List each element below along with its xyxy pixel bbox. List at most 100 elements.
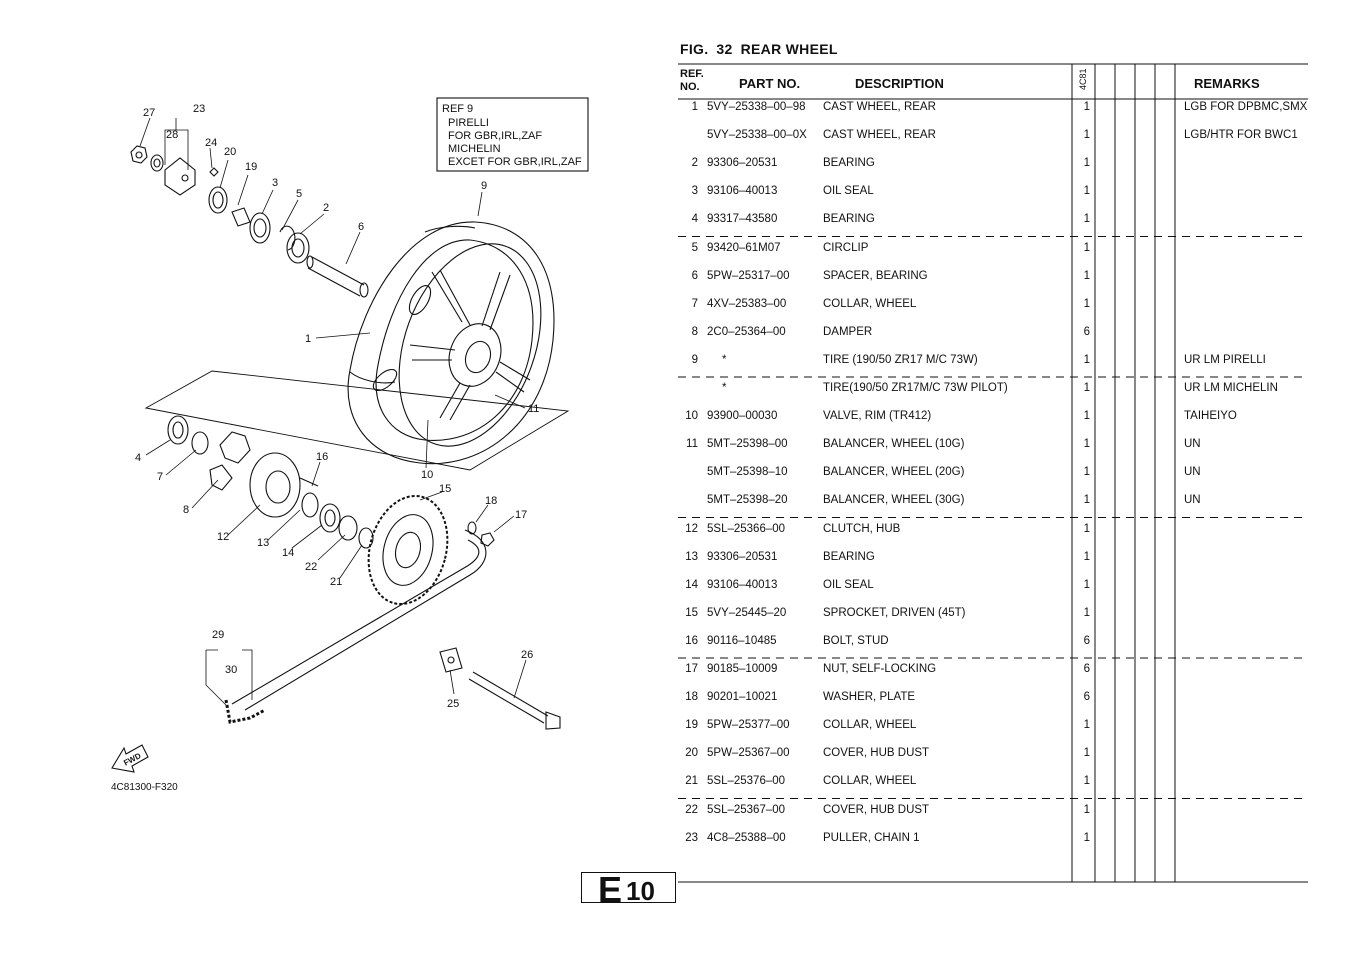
ref-no-cell: 19 <box>685 719 698 732</box>
callout-11: 11 <box>528 403 539 415</box>
callout-30: 30 <box>225 664 237 676</box>
description-cell: BALANCER, WHEEL (30G) <box>823 494 965 507</box>
bearing-spacer-drawing <box>306 255 369 298</box>
header-remarks: REMARKS <box>1194 76 1260 91</box>
part-no-cell: * <box>722 353 727 366</box>
callout-7: 7 <box>157 471 163 483</box>
description-cell: TIRE (190/50 ZR17 M/C 73W) <box>823 353 978 366</box>
header-ref-no: REF. NO. <box>680 68 704 93</box>
part-no-cell: 4C8–25388–00 <box>707 831 786 844</box>
quantity-cell: 6 <box>1083 325 1090 338</box>
ref-no-cell: 8 <box>691 325 698 338</box>
part-no-cell: 5PW–25367–00 <box>707 747 790 760</box>
description-cell: OIL SEAL <box>823 185 874 198</box>
header-description: DESCRIPTION <box>855 76 944 91</box>
description-cell: CIRCLIP <box>823 241 869 254</box>
ref-no-cell: 3 <box>691 185 698 198</box>
ref-no-cell: 4 <box>691 213 698 226</box>
page-code-box: E 10 <box>581 869 676 910</box>
ref-no-cell: 23 <box>685 831 698 844</box>
ref-box-line-2: PIRELLI <box>448 117 489 129</box>
ref-no-cell: 10 <box>685 410 698 423</box>
remarks-cell: UN <box>1184 494 1201 507</box>
forward-arrow-icon <box>111 744 149 773</box>
part-no-cell: 5SL–25376–00 <box>707 775 786 788</box>
part-no-cell: 5VY–25338–00–98 <box>707 101 806 113</box>
part-no-cell: 93106–40013 <box>707 185 778 198</box>
ref-box-line-5: EXCET FOR GBR,IRL,ZAF <box>448 156 582 168</box>
quantity-cell: 6 <box>1083 663 1090 675</box>
part-no-cell: 93306–20531 <box>707 550 778 563</box>
drawing-code: 4C81300-F320 <box>111 782 178 793</box>
description-cell: BEARING <box>823 157 875 170</box>
part-no-cell: 93306–20531 <box>707 157 778 170</box>
ref-box-line-4: MICHELIN <box>448 143 501 155</box>
ref-no-cell: 7 <box>691 297 698 310</box>
quantity-cell: 1 <box>1083 578 1090 591</box>
callout-15: 15 <box>439 483 451 495</box>
ref-no-cell: 16 <box>685 634 698 647</box>
remarks-cell: UN <box>1184 466 1201 479</box>
remarks-cell: LGB/HTR FOR BWC1 <box>1184 129 1298 142</box>
quantity-cell: 1 <box>1083 438 1090 451</box>
part-no-cell: 4XV–25383–00 <box>707 297 787 310</box>
callout-4: 4 <box>135 452 141 464</box>
callout-21: 21 <box>330 576 342 588</box>
drive-chain-drawing <box>224 529 487 724</box>
header-part-no: PART NO. <box>739 76 801 91</box>
assembly-plane-outline <box>144 370 570 471</box>
description-cell: COLLAR, WHEEL <box>823 297 917 310</box>
ref-box-line-3: FOR GBR,IRL,ZAF <box>448 130 542 142</box>
page-code-number: 10 <box>626 876 655 906</box>
ref-no-cell: 18 <box>685 691 698 704</box>
top-small-parts-drawing <box>130 145 310 264</box>
part-no-cell: 5PW–25377–00 <box>707 719 790 732</box>
callout-1: 1 <box>305 333 311 345</box>
callout-leader-lines <box>139 117 527 706</box>
part-no-cell: 93900–00030 <box>707 410 778 423</box>
description-cell: COVER, HUB DUST <box>823 803 930 816</box>
quantity-cell: 1 <box>1083 129 1090 142</box>
description-cell: BEARING <box>823 213 875 226</box>
quantity-cell: 1 <box>1083 185 1090 198</box>
header-model-code: 4C81 <box>1078 68 1088 90</box>
table-row: 3 93106–40013 OIL SEAL 1 <box>678 185 1318 205</box>
callout-26: 26 <box>521 649 533 661</box>
description-cell: BOLT, STUD <box>823 634 889 647</box>
callout-5: 5 <box>296 188 302 200</box>
ref-no-cell: 22 <box>685 803 698 816</box>
part-no-cell: 5PW–25317–00 <box>707 269 790 282</box>
ref-no-cell: 11 <box>686 438 698 451</box>
callout-20: 20 <box>224 146 236 158</box>
description-cell: BALANCER, WHEEL (20G) <box>823 466 965 479</box>
callout-23: 23 <box>193 103 205 115</box>
rear-tire-drawing <box>347 221 555 465</box>
callout-10: 10 <box>421 469 433 481</box>
description-cell: TIRE(190/50 ZR17M/C 73W PILOT) <box>823 382 1008 394</box>
quantity-cell: 1 <box>1083 831 1090 844</box>
remarks-cell: UR LM MICHELIN <box>1184 382 1278 394</box>
ref-no-cell: 13 <box>685 550 698 563</box>
remarks-cell: LGB FOR DPBMC,SMX <box>1184 101 1308 113</box>
description-cell: COVER, HUB DUST <box>823 747 930 760</box>
description-cell: VALVE, RIM (TR412) <box>823 410 932 423</box>
description-cell: OIL SEAL <box>823 578 874 591</box>
ref-no-cell: 20 <box>685 747 698 760</box>
part-no-cell: 90185–10009 <box>707 663 778 675</box>
